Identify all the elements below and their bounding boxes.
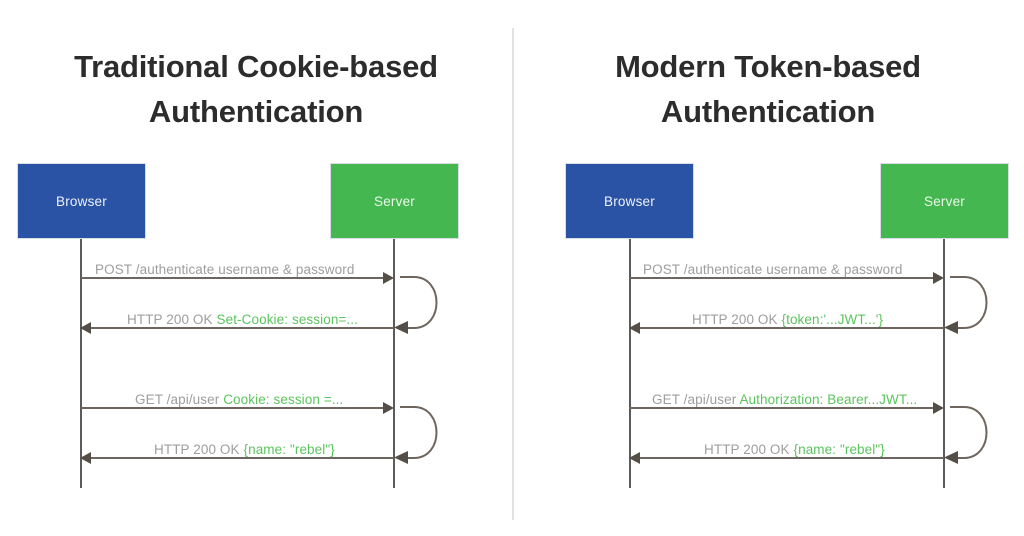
panel-title-right: Modern Token-based Authentication (615, 49, 921, 129)
actor-label-server: Server (374, 193, 415, 209)
message-text-highlight: Authorization: Bearer...JWT... (739, 392, 918, 407)
message-label-left-4: HTTP 200 OK {name: "rebel"} (154, 442, 335, 457)
message-label-left-3: GET /api/user Cookie: session =... (135, 392, 343, 407)
panel-modern-token-auth: Modern Token-based Authentication Browse… (512, 0, 1024, 536)
message-arrow-right-3 (630, 407, 934, 409)
message-text-plain: GET /api/user (135, 392, 224, 407)
message-text-highlight: {token:'...JWT...'} (781, 312, 884, 327)
message-text-plain: HTTP 200 OK (692, 312, 782, 327)
panel-divider (512, 28, 514, 520)
message-label-right-1: POST /authenticate username & password (643, 262, 902, 277)
actor-box-browser-right[interactable]: Browser (565, 163, 694, 239)
self-loop-server-right-2 (944, 406, 988, 464)
message-label-left-1: POST /authenticate username & password (95, 262, 354, 277)
message-arrow-left-4 (90, 457, 394, 459)
message-text-highlight: Cookie: session =... (223, 392, 344, 407)
message-arrow-right-4 (639, 457, 944, 459)
message-text-plain: POST /authenticate username & password (643, 262, 903, 277)
message-text-highlight: Set-Cookie: session=... (216, 312, 358, 327)
panel-traditional-cookie-auth: Traditional Cookie-based Authentication … (17, 49, 459, 488)
arrowhead-left-right-2 (629, 322, 640, 334)
message-arrow-left-1 (81, 277, 384, 279)
message-text-highlight: {name: "rebel"} (243, 442, 335, 457)
message-text-highlight: {name: "rebel"} (793, 442, 885, 457)
arrowhead-left-left-4 (80, 452, 91, 464)
message-label-right-4: HTTP 200 OK {name: "rebel"} (704, 442, 885, 457)
message-arrow-right-2 (639, 327, 944, 329)
arrowhead-left-left-2 (80, 322, 91, 334)
lifeline-browser-right (629, 239, 631, 488)
message-label-left-2: HTTP 200 OK Set-Cookie: session=... (127, 312, 358, 327)
lifeline-browser-left (80, 239, 82, 488)
actor-box-browser-left[interactable]: Browser (17, 163, 146, 239)
message-arrow-right-1 (630, 277, 934, 279)
self-loop-server-left-2 (394, 406, 438, 464)
message-label-right-2: HTTP 200 OK {token:'...JWT...'} (692, 312, 883, 327)
message-text-plain: HTTP 200 OK (127, 312, 217, 327)
message-arrow-left-2 (90, 327, 394, 329)
message-arrow-left-3 (81, 407, 384, 409)
message-text-plain: HTTP 200 OK (154, 442, 244, 457)
self-loop-server-left-1 (394, 276, 438, 334)
arrowhead-right-right-1 (933, 272, 944, 284)
self-loop-server-right-1 (944, 276, 988, 334)
actor-label-browser: Browser (56, 193, 107, 209)
actor-label-browser: Browser (604, 193, 655, 209)
actor-box-server-right[interactable]: Server (880, 163, 1009, 239)
message-text-plain: GET /api/user (652, 392, 740, 407)
actor-box-server-left[interactable]: Server (330, 163, 459, 239)
actor-label-server: Server (924, 193, 965, 209)
lifeline-server-right (943, 239, 945, 488)
message-text-plain: POST /authenticate username & password (95, 262, 355, 277)
arrowhead-right-left-3 (383, 402, 394, 414)
lifeline-server-left (393, 239, 395, 488)
arrowhead-left-right-4 (629, 452, 640, 464)
message-text-plain: HTTP 200 OK (704, 442, 794, 457)
panel-title-left: Traditional Cookie-based Authentication (74, 49, 438, 129)
arrowhead-right-right-3 (933, 402, 944, 414)
arrowhead-right-left-1 (383, 272, 394, 284)
message-label-right-3: GET /api/user Authorization: Bearer...JW… (652, 392, 917, 407)
